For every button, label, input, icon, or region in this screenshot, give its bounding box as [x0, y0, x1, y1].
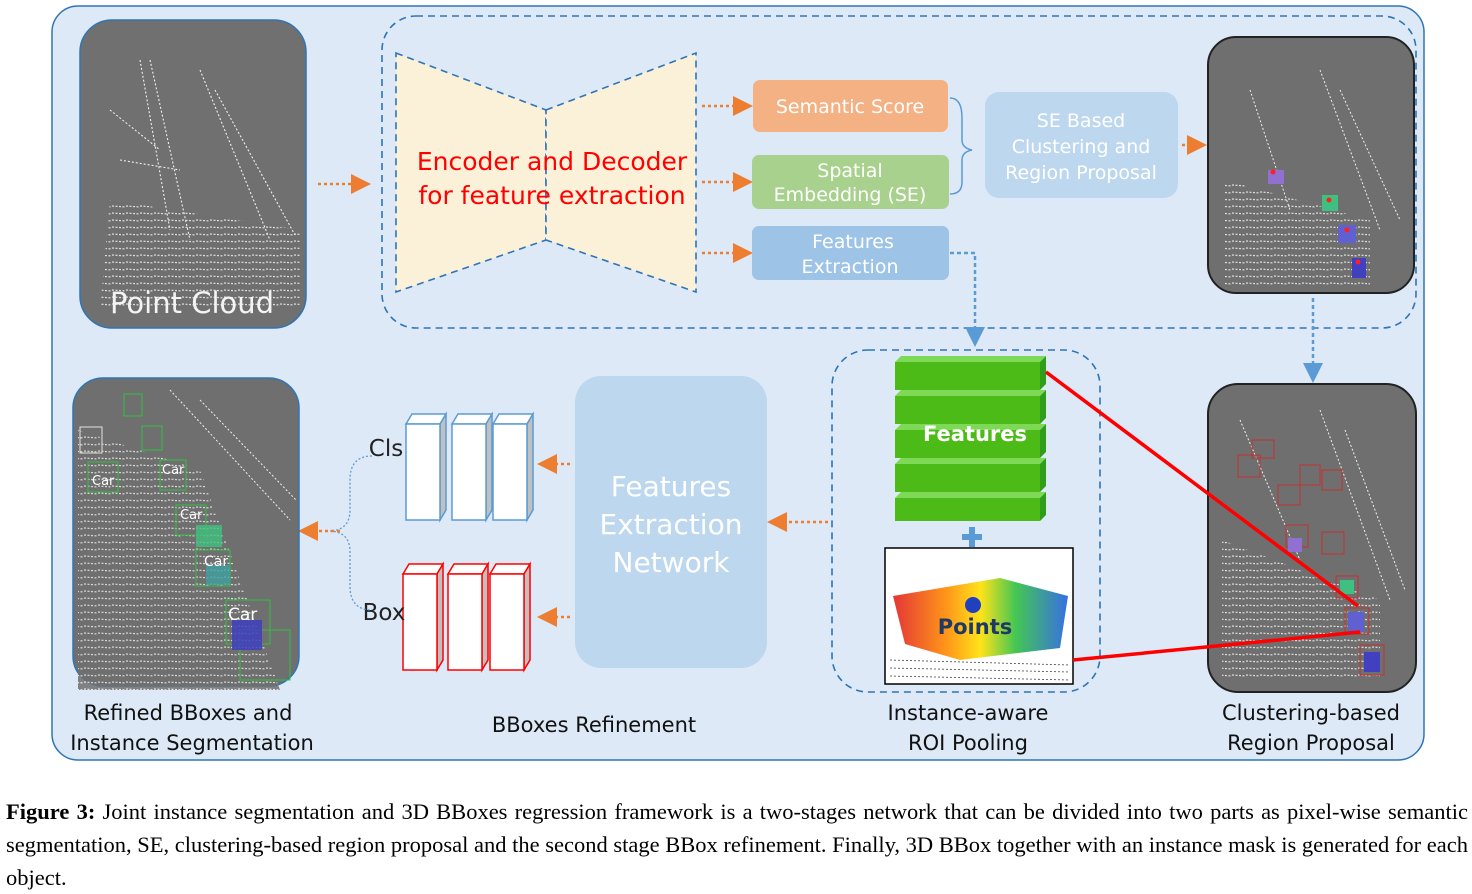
roi-label-line1: Instance-aware: [888, 701, 1049, 725]
spatial-embedding-box: [752, 155, 949, 209]
encoder-label-line2: for feature extraction: [418, 181, 685, 210]
spatial-label-line1: Spatial: [817, 160, 882, 182]
bbox-refinement-label: BBoxes Refinement: [492, 713, 696, 737]
caption-text: Joint instance segmentation and 3D BBoxe…: [6, 799, 1468, 890]
plus-icon: [962, 527, 982, 547]
se-label-line3: Region Proposal: [1005, 162, 1157, 184]
se-label-line2: Clustering and: [1012, 136, 1151, 158]
point-cloud-image: Point Cloud: [79, 19, 307, 329]
figure-caption: Figure 3: Joint instance segmentation an…: [6, 795, 1468, 894]
points-image: Points: [884, 547, 1074, 685]
region-proposal-image: [1207, 383, 1417, 693]
semantic-score-label: Semantic Score: [776, 96, 924, 118]
merge-brace: [949, 97, 973, 195]
cls-head: [404, 411, 535, 523]
car-tag-1: Car: [92, 474, 115, 489]
fen-box: [575, 376, 767, 668]
semantic-score-box: [753, 80, 948, 132]
refined-result-image: Car Car Car Car Car: [72, 377, 300, 690]
fen-label-line3: Network: [613, 546, 731, 579]
refined-label-line2: Instance Segmentation: [70, 731, 314, 755]
se-clustering-box: [985, 92, 1178, 198]
features-extraction-box: [752, 226, 949, 280]
fen-label-line1: Features: [611, 470, 731, 503]
figure-label: Figure 3:: [6, 799, 96, 824]
merge-curve: [329, 455, 373, 611]
cluster-label-line1: Clustering-based: [1222, 701, 1400, 725]
car-tag-3: Car: [180, 508, 203, 523]
se-label-line1: SE Based: [1037, 110, 1125, 132]
roi-label-line2: ROI Pooling: [908, 731, 1028, 755]
encoder-label-line1: Encoder and Decoder: [417, 147, 688, 176]
cls-label: Cls: [369, 436, 403, 462]
spatial-label-line2: Embedding (SE): [774, 184, 927, 206]
framework-diagram: Point Cloud Encoder and Decoder for feat…: [51, 5, 1425, 761]
features-stack-label: Features: [923, 422, 1027, 446]
clustering-result-image: [1207, 36, 1415, 294]
arrow-features-to-roi: [950, 251, 985, 347]
car-tag-2: Car: [162, 463, 185, 478]
stage1-group: [381, 15, 1417, 329]
red-link-features: [1044, 370, 1360, 608]
red-link-points: [1072, 630, 1361, 662]
points-label: Points: [938, 615, 1013, 639]
box-head: [401, 561, 532, 673]
car-tag-4: Car: [204, 554, 228, 570]
box-label: Box: [363, 600, 406, 626]
roi-pooling-group: [831, 349, 1101, 693]
features-label-line1: Features: [812, 231, 894, 253]
car-tag-5: Car: [228, 605, 257, 625]
feature-stack: Features: [895, 356, 1046, 521]
refined-label-line1: Refined BBoxes and: [84, 701, 293, 725]
point-cloud-label: Point Cloud: [110, 286, 274, 320]
fen-label-line2: Extraction: [600, 508, 743, 541]
features-label-line2: Extraction: [802, 256, 899, 278]
encoder-decoder-block: Encoder and Decoder for feature extracti…: [395, 51, 697, 294]
cluster-label-line2: Region Proposal: [1227, 731, 1395, 755]
